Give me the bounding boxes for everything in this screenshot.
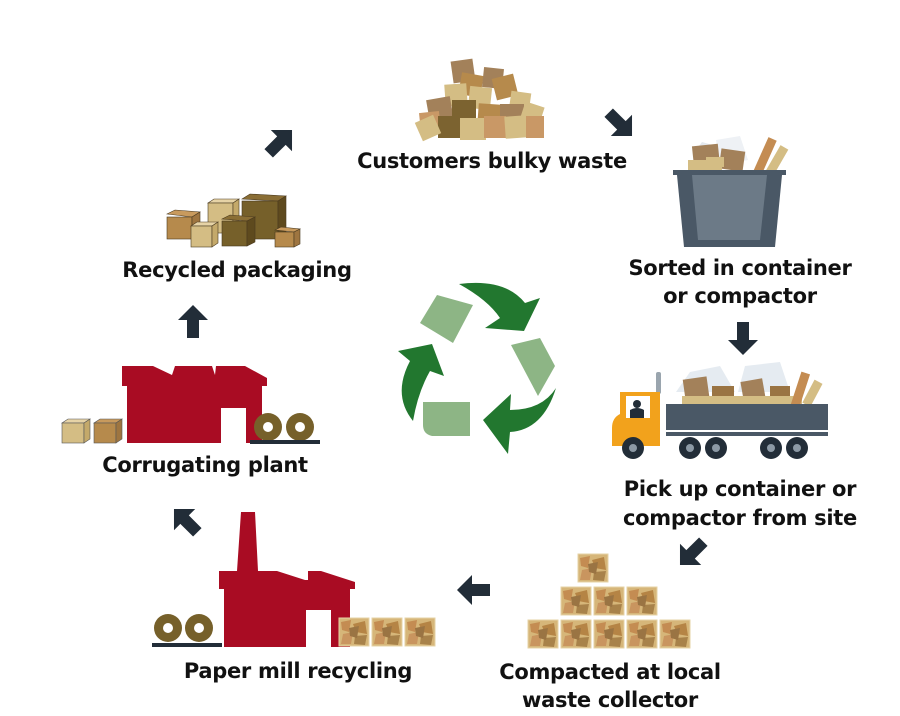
flow-arrow-4 [457,575,490,605]
cardboard-pile-icon [414,58,545,142]
step-label-sorted-line2: or compactor [663,284,817,308]
step-label-recycled-packaging: Recycled packaging [122,258,352,282]
flow-arrow-1 [598,102,643,147]
step-label-pickup-line2: compactor from site [623,506,857,530]
step-label-compacted-line2: waste collector [522,688,698,712]
flow-arrow-5 [163,498,208,543]
flow-arrow-6 [178,305,208,338]
paper-mill-icon [152,512,436,647]
boxes-icon [165,193,302,248]
step-label-paper-mill: Paper mill recycling [183,659,413,683]
bales-pyramid-icon [527,553,691,649]
recycle-icon [398,282,556,454]
truck-icon [612,362,828,459]
step-label-corrugating-plant: Corrugating plant [102,453,308,477]
flow-arrow-3 [669,531,714,576]
container-icon [673,136,789,247]
flow-arrow-7 [258,119,303,164]
flow-arrow-2 [728,322,758,355]
corrugating-plant-icon [61,366,320,444]
step-label-pickup-line1: Pick up container or [623,477,857,501]
step-label-compacted-line1: Compacted at local [499,660,721,684]
step-label-sorted-line1: Sorted in container [628,256,852,280]
step-label-customers-bulky-waste: Customers bulky waste [357,149,627,173]
